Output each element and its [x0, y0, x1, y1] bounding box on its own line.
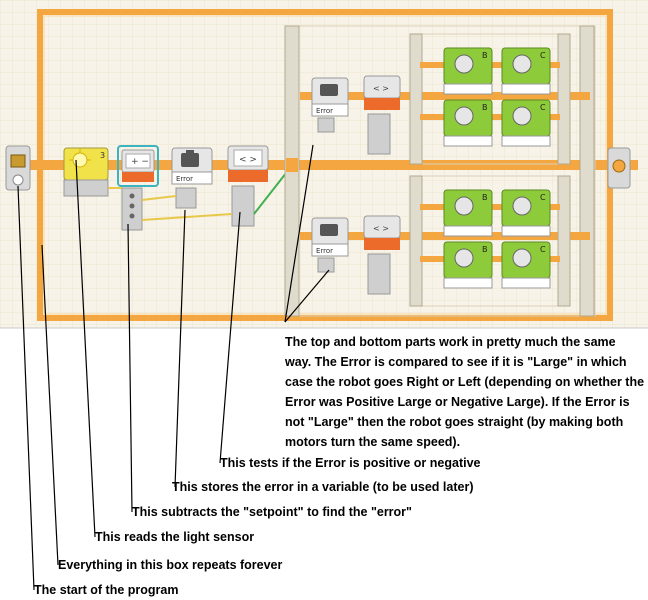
variable-name-label-bottom: Error	[316, 247, 333, 255]
light-sensor-block[interactable]: 3	[63, 147, 109, 197]
svg-text:< >: < >	[373, 224, 389, 233]
motor-port-label: B	[482, 51, 488, 60]
motor-port-label: C	[540, 51, 546, 60]
svg-text:+ −: + −	[131, 157, 149, 167]
compare-block-bottom[interactable]: < >	[363, 215, 401, 295]
annotation-compare: This tests if the Error is positive or n…	[220, 456, 481, 470]
annotation-switch-explanation: The top and bottom parts work in pretty …	[285, 335, 645, 449]
variable-name-label-top: Error	[316, 107, 333, 115]
motor-port-label: B	[482, 193, 488, 202]
annotation-subtract: This subtracts the "setpoint" to find th…	[132, 505, 412, 519]
motor-block-7[interactable]: B	[443, 241, 493, 289]
motor-block-3[interactable]: B	[443, 99, 493, 147]
variable-name-label: Error	[176, 175, 193, 183]
annotation-loop: Everything in this box repeats forever	[58, 558, 283, 572]
variable-write-block[interactable]: Error	[171, 147, 213, 209]
motor-block-6[interactable]: C	[501, 189, 551, 237]
motor-block-4[interactable]: C	[501, 99, 551, 147]
compare-block[interactable]: < >	[227, 145, 269, 227]
motor-block-8[interactable]: C	[501, 241, 551, 289]
compare-block-top[interactable]: < >	[363, 75, 401, 155]
subtract-math-block[interactable]: + −	[117, 145, 159, 231]
motor-port-label: B	[482, 103, 488, 112]
variable-read-block-top[interactable]: Error	[311, 77, 349, 133]
motor-block-5[interactable]: B	[443, 189, 493, 237]
start-block[interactable]	[5, 145, 31, 191]
motor-block-2[interactable]: C	[501, 47, 551, 95]
variable-read-block-bottom[interactable]: Error	[311, 217, 349, 273]
loop-end-block[interactable]	[607, 147, 631, 189]
motor-block-1[interactable]: B	[443, 47, 493, 95]
svg-text:< >: < >	[373, 84, 389, 93]
annotation-leader-lines	[17, 144, 330, 591]
annotation-sensor: This reads the light sensor	[95, 530, 255, 544]
motor-port-label: C	[540, 193, 546, 202]
svg-text:< >: < >	[239, 155, 257, 165]
motor-port-label: C	[540, 103, 546, 112]
sensor-port-label: 3	[100, 151, 105, 160]
motor-port-label: B	[482, 245, 488, 254]
motor-port-label: C	[540, 245, 546, 254]
sequence-beam	[8, 160, 638, 170]
annotation-store: This stores the error in a variable (to …	[172, 480, 474, 494]
annotation-start: The start of the program	[34, 583, 179, 597]
